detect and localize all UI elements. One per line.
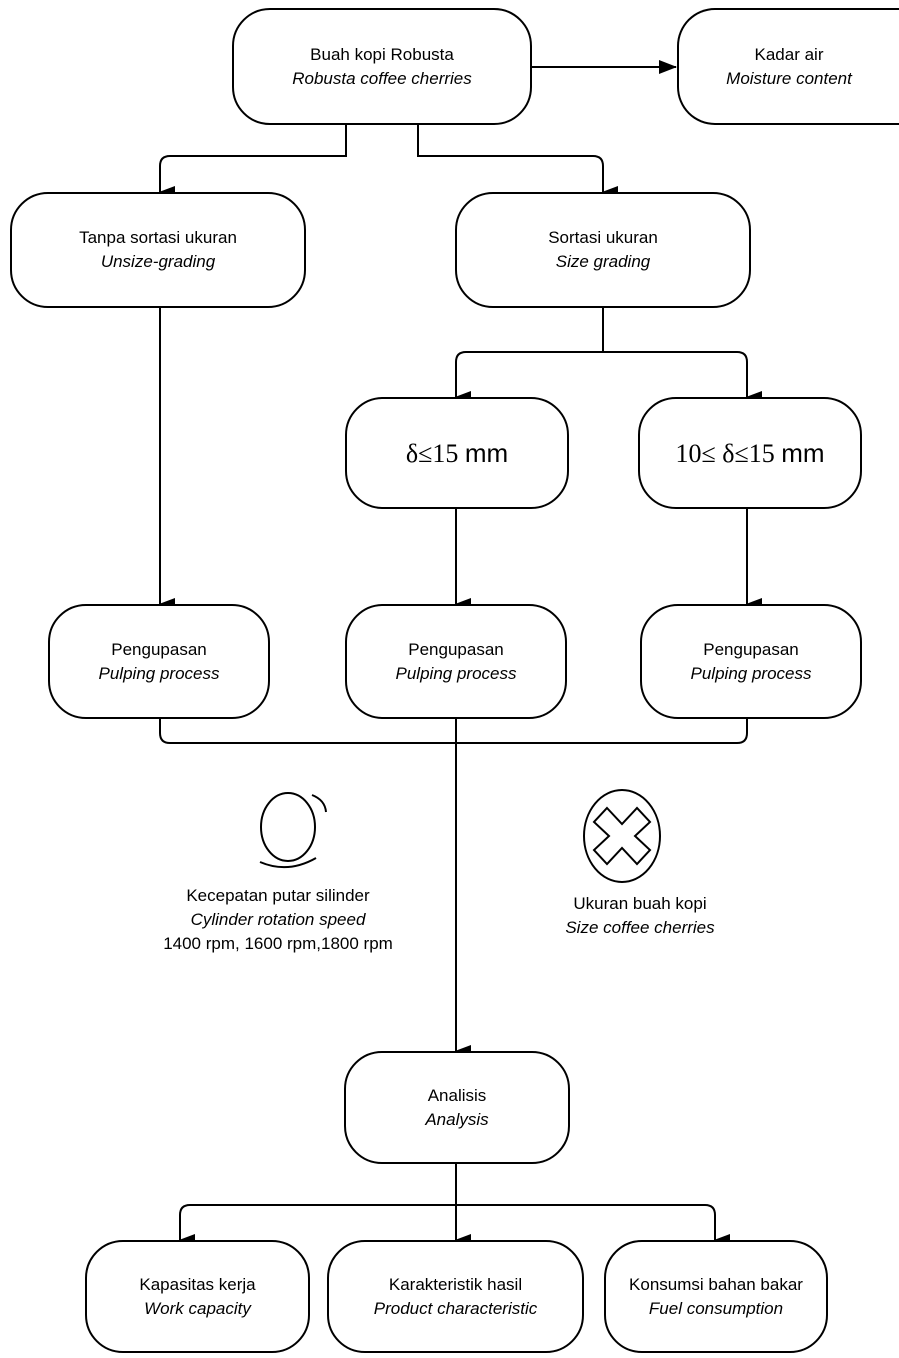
node-moisture-content: Kadar air Moisture content bbox=[677, 8, 899, 125]
node-pulping-1-label: Pengupasan bbox=[111, 639, 207, 659]
node-size-grading: Sortasi ukuran Size grading bbox=[455, 192, 751, 308]
node-size-a-unit: mm bbox=[464, 437, 509, 468]
node-pulping-3-label: Pengupasan bbox=[703, 639, 799, 659]
node-work-capacity: Kapasitas kerja Work capacity bbox=[85, 1240, 310, 1353]
node-robusta-cherries: Buah kopi Robusta Robusta coffee cherrie… bbox=[232, 8, 532, 125]
node-size-b-range: 10≤ δ≤15 bbox=[675, 438, 775, 468]
cherry-size-label-en: Size coffee cherries bbox=[565, 918, 715, 937]
node-unsize-grading-label: Tanpa sortasi ukuran bbox=[79, 228, 237, 247]
node-size-grading-label: Sortasi ukuran bbox=[548, 228, 658, 247]
node-size-a-range: δ≤15 bbox=[405, 438, 459, 468]
node-moisture-content-label: Kadar air bbox=[754, 44, 824, 64]
arrow-to-size-a bbox=[455, 351, 603, 403]
node-pulping-3: Pengupasan Pulping process bbox=[640, 604, 862, 719]
node-product-characteristic-label: Karakteristik hasil bbox=[388, 1274, 523, 1294]
node-size-grading-label-en: Size grading bbox=[555, 252, 651, 271]
node-fuel-consumption: Konsumsi bahan bakar Fuel consumption bbox=[604, 1240, 828, 1353]
cross-in-circle-icon bbox=[583, 789, 661, 883]
rotation-arrow-icon bbox=[259, 792, 327, 869]
node-size-a-label: δ≤15 mm bbox=[406, 438, 508, 469]
cylinder-speed-label-en: Cylinder rotation speed bbox=[190, 910, 366, 929]
node-fuel-consumption-label: Konsumsi bahan bakar bbox=[629, 1274, 803, 1294]
arrow-to-fuel bbox=[456, 1204, 730, 1246]
cylinder-speed-values: 1400 rpm, 1600 rpm,1800 rpm bbox=[163, 934, 393, 953]
node-robusta-cherries-label: Buah kopi Robusta bbox=[310, 44, 454, 64]
node-analysis-label-en: Analysis bbox=[425, 1109, 489, 1129]
arrow-to-unsize bbox=[159, 125, 347, 198]
node-pulping-3-label-en: Pulping process bbox=[690, 663, 812, 683]
node-work-capacity-label: Kapasitas kerja bbox=[139, 1274, 256, 1294]
node-size-b: 10≤ δ≤15 mm bbox=[638, 397, 862, 509]
node-robusta-cherries-label-en: Robusta coffee cherries bbox=[292, 68, 472, 88]
cylinder-speed-label: Kecepatan putar silinder Cylinder rotati… bbox=[128, 884, 428, 956]
arrow-to-size-b bbox=[603, 351, 762, 403]
node-pulping-1: Pengupasan Pulping process bbox=[48, 604, 270, 719]
arrow-to-capacity bbox=[179, 1164, 457, 1246]
arrow-to-size bbox=[417, 125, 618, 198]
node-moisture-content-label-en: Moisture content bbox=[726, 68, 852, 88]
node-pulping-2-label-en: Pulping process bbox=[395, 663, 517, 683]
node-size-b-label: 10≤ δ≤15 mm bbox=[675, 438, 824, 469]
node-pulping-2-label: Pengupasan bbox=[408, 639, 504, 659]
node-size-a: δ≤15 mm bbox=[345, 397, 569, 509]
cylinder-speed-label-id: Kecepatan putar silinder bbox=[186, 886, 370, 905]
cherry-size-label: Ukuran buah kopi Size coffee cherries bbox=[520, 892, 760, 940]
node-product-characteristic-label-en: Product characteristic bbox=[373, 1298, 538, 1318]
node-fuel-consumption-label-en: Fuel consumption bbox=[648, 1298, 784, 1318]
node-pulping-1-label-en: Pulping process bbox=[98, 663, 220, 683]
node-pulping-2: Pengupasan Pulping process bbox=[345, 604, 567, 719]
node-product-characteristic: Karakteristik hasil Product characterist… bbox=[327, 1240, 584, 1353]
node-work-capacity-label-en: Work capacity bbox=[144, 1298, 251, 1318]
node-unsize-grading: Tanpa sortasi ukuran Unsize-grading bbox=[10, 192, 306, 308]
node-unsize-grading-label-en: Unsize-grading bbox=[100, 252, 216, 271]
node-size-b-unit: mm bbox=[781, 437, 825, 468]
node-analysis-label: Analisis bbox=[427, 1085, 487, 1105]
node-analysis: Analisis Analysis bbox=[344, 1051, 570, 1164]
cherry-size-label-id: Ukuran buah kopi bbox=[573, 894, 707, 913]
merge-line bbox=[159, 719, 748, 744]
